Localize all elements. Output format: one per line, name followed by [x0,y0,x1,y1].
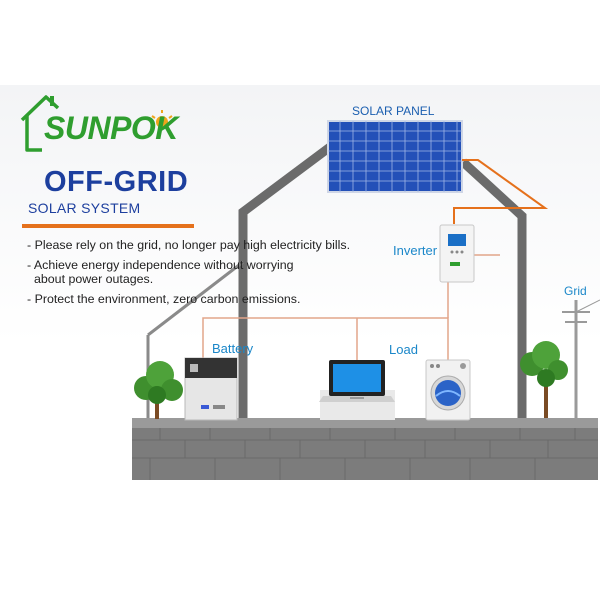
solar-panel-icon [327,120,463,193]
solar-panel-label: SOLAR PANEL [352,104,435,118]
title-divider [22,224,194,228]
grid-label: Grid [564,284,587,298]
stone-wall [132,418,598,480]
list-item: - Please rely on the grid, no longer pay… [27,238,351,252]
house-outline [238,143,527,418]
washing-machine-icon [425,359,471,421]
brand-logo-text: SUNPOK [44,110,178,146]
page-subtitle: SOLAR SYSTEM [28,200,141,216]
wiring [202,159,549,360]
list-item-continuation: about power outages. [34,272,154,286]
list-item-line: - Achieve energy independence without wo… [27,258,294,272]
logo-sun-icon [151,110,173,128]
battery-label: Battery [212,341,254,356]
house-logo-icon [20,95,60,152]
inverter-icon [439,224,475,283]
utility-pole-icon [562,299,600,418]
battery-icon [184,357,238,421]
tree-icon [134,361,183,419]
feature-list: - Please rely on the grid, no longer pay… [27,238,387,312]
laptop-icon [319,360,395,420]
inverter-label: Inverter [393,243,438,258]
page-title: OFF-GRID [44,166,189,198]
load-label: Load [389,342,418,357]
list-item: - Protect the environment, zero carbon e… [27,292,301,306]
list-item: - Achieve energy independence without wo… [27,258,387,272]
tree-icon-right [520,341,568,418]
